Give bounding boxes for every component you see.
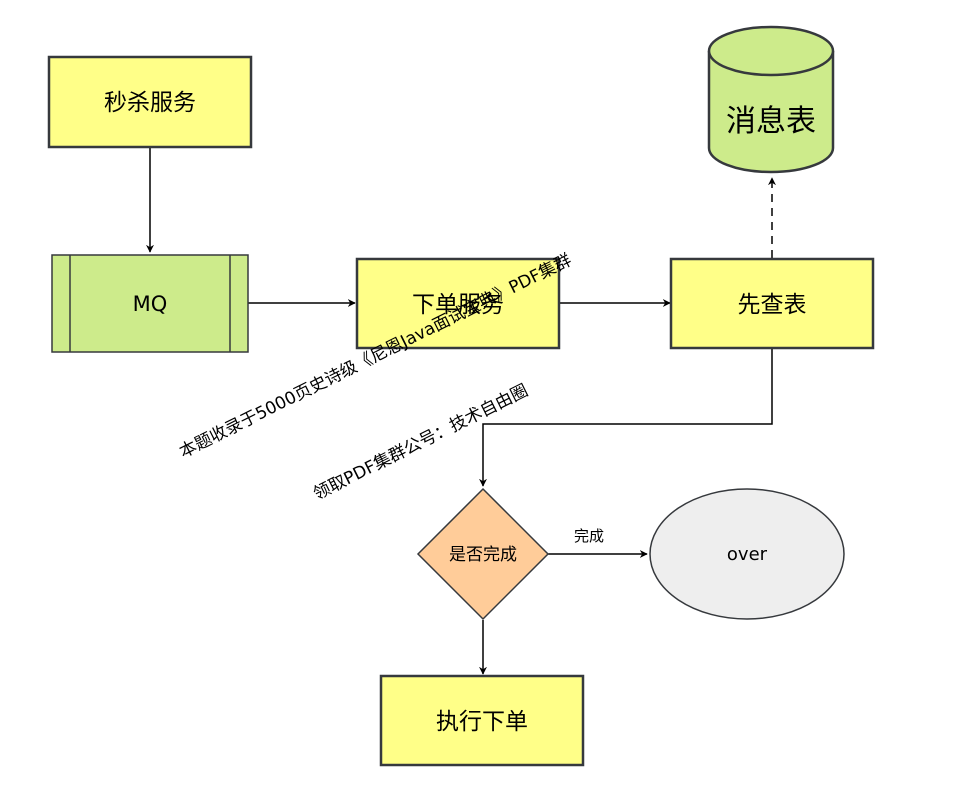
node-order-service[interactable]: 下单服务 xyxy=(355,257,561,350)
node-execute-order-label: 执行下单 xyxy=(436,709,528,735)
node-seckill-label: 秒杀服务 xyxy=(104,90,196,116)
node-check-table-label: 先查表 xyxy=(738,292,807,318)
node-check-table[interactable]: 先查表 xyxy=(669,257,875,350)
watermark-line-2: 领取PDF集群公号：技术自由圈 xyxy=(310,381,531,505)
node-message-table-label: 消息表 xyxy=(726,104,816,139)
node-over-ellipse[interactable]: over xyxy=(649,488,845,620)
node-mq-label: MQ xyxy=(133,292,168,316)
node-is-done-decision[interactable]: 是否完成 xyxy=(416,487,550,621)
node-over-label: over xyxy=(727,544,768,565)
edge-label-done: 完成 xyxy=(574,527,604,545)
node-is-done-label: 是否完成 xyxy=(449,545,517,565)
node-mq[interactable]: MQ xyxy=(51,254,249,353)
node-execute-order[interactable]: 执行下单 xyxy=(379,674,585,767)
node-message-table-cylinder[interactable]: 消息表 xyxy=(707,25,835,174)
edge-check-table-to-decision xyxy=(479,349,773,487)
node-seckill-service[interactable]: 秒杀服务 xyxy=(47,55,253,149)
edges: 完成 xyxy=(146,147,776,675)
node-order-service-label: 下单服务 xyxy=(412,292,504,318)
